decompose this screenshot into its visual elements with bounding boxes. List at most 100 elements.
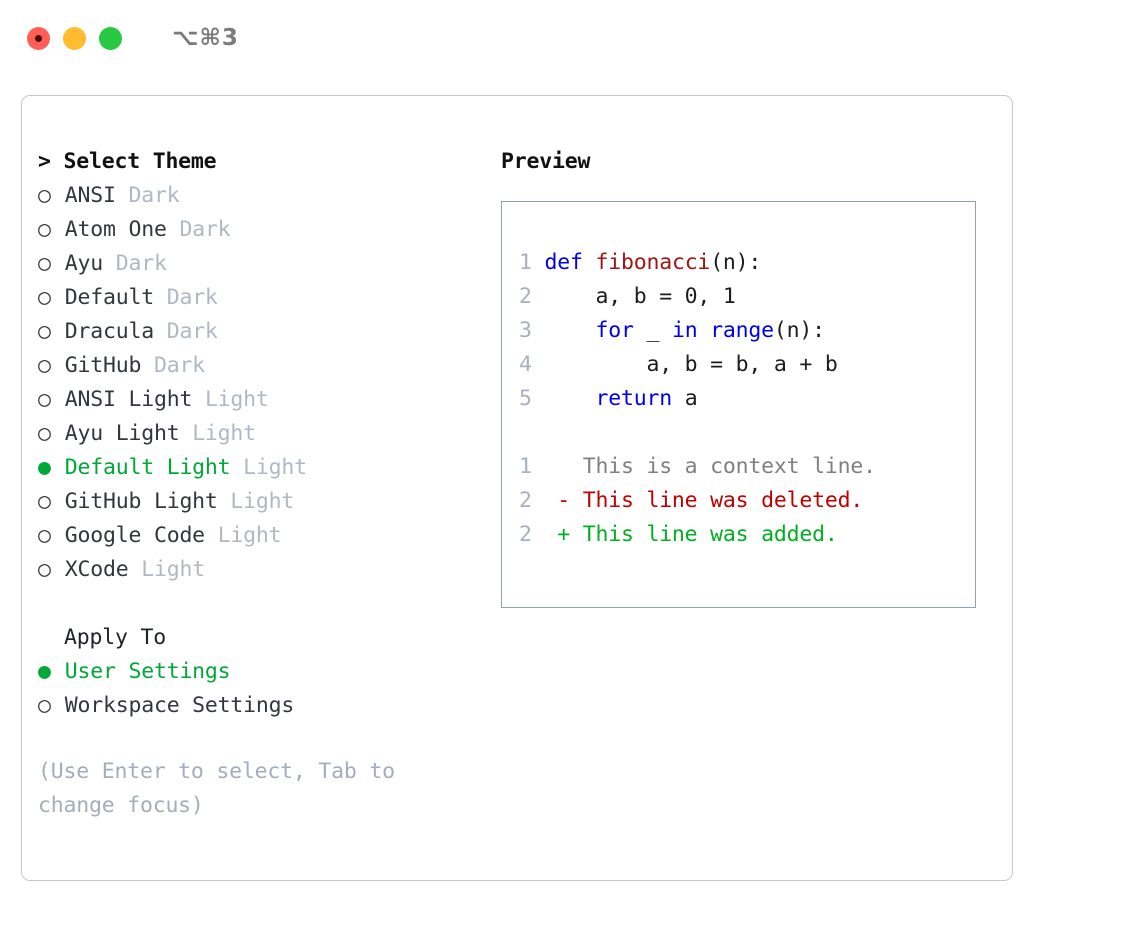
code-token: in range — [671, 318, 774, 343]
theme-name: Ayu — [52, 251, 116, 276]
code-line: 2 a, b = 0, 1 — [519, 280, 967, 314]
theme-mode-tag: Dark — [166, 319, 218, 344]
minimize-button[interactable] — [63, 26, 86, 50]
theme-list-item[interactable]: ● Default Light Light — [38, 451, 478, 485]
diff-marker — [557, 454, 570, 479]
diff-marker: - — [557, 488, 570, 513]
theme-mode-tag: Dark — [166, 285, 218, 310]
line-number: 4 — [519, 352, 545, 377]
theme-list-item[interactable]: ○ Ayu Light Light — [38, 417, 478, 451]
code-diff-gap — [519, 416, 967, 450]
apply-to-option-label: Workspace Settings — [52, 693, 295, 718]
theme-name: Default — [52, 285, 167, 310]
theme-name: GitHub — [52, 353, 154, 378]
theme-name: Dracula — [52, 319, 167, 344]
code-token — [545, 386, 596, 411]
apply-to-option[interactable]: ● User Settings — [38, 655, 478, 689]
code-token: a, b = b, a + b — [544, 352, 838, 377]
radio-selected-icon: ● — [38, 659, 51, 684]
code-token: return — [595, 386, 672, 411]
radio-empty-icon: ○ — [38, 319, 51, 344]
line-number: 1 — [519, 250, 545, 275]
theme-mode-tag: Light — [243, 455, 307, 480]
main-panel: > Select Theme ○ ANSI Dark○ Atom One Dar… — [21, 95, 1013, 881]
window-controls — [27, 26, 122, 50]
code-token: a — [671, 386, 698, 411]
theme-list-item[interactable]: ○ GitHub Dark — [38, 349, 478, 383]
close-button[interactable] — [27, 26, 50, 50]
diff-marker: + — [557, 522, 570, 547]
theme-list-item[interactable]: ○ ANSI Light Light — [38, 383, 478, 417]
apply-to-list: ● User Settings○ Workspace Settings — [38, 655, 478, 723]
apply-to-option[interactable]: ○ Workspace Settings — [38, 689, 478, 723]
radio-empty-icon: ○ — [38, 489, 51, 514]
code-token: for — [595, 318, 634, 343]
radio-empty-icon: ○ — [38, 523, 51, 548]
theme-list-item[interactable]: ○ ANSI Dark — [38, 179, 478, 213]
diff-line: 2 - This line was deleted. — [519, 484, 967, 518]
code-line: 1 def fibonacci(n): — [519, 246, 967, 280]
list-spacer — [38, 587, 478, 621]
keyboard-hint: (Use Enter to select, Tab to change focu… — [38, 759, 395, 818]
diff-line: 1 This is a context line. — [519, 450, 967, 484]
diff-text: This line was deleted. — [569, 488, 864, 513]
preview-title: Preview — [501, 149, 591, 174]
window-title-shortcut: ⌥⌘3 — [172, 25, 239, 51]
theme-name: Default Light — [52, 455, 244, 480]
theme-list-item[interactable]: ○ Dracula Dark — [38, 315, 478, 349]
theme-mode-tag: Light — [204, 387, 269, 412]
line-number: 5 — [519, 386, 545, 411]
theme-mode-tag: Light — [192, 421, 256, 446]
theme-mode-tag: Dark — [115, 251, 167, 276]
theme-selector-column: > Select Theme ○ ANSI Dark○ Atom One Dar… — [38, 145, 478, 823]
diff-sample: 1 This is a context line.2 - This line w… — [519, 450, 967, 552]
theme-list-item[interactable]: ○ Google Code Light — [38, 519, 478, 553]
theme-list-item[interactable]: ○ Default Dark — [38, 281, 478, 315]
code-line: 5 return a — [519, 382, 967, 416]
theme-mode-tag: Light — [230, 489, 295, 514]
code-token: fibonacci — [595, 250, 711, 275]
theme-list-item[interactable]: ○ GitHub Light Light — [38, 485, 478, 519]
radio-empty-icon: ○ — [38, 183, 51, 208]
apply-to-option-label: User Settings — [52, 659, 231, 684]
theme-name: GitHub Light — [52, 489, 231, 514]
line-number: 2 — [519, 522, 558, 547]
radio-empty-icon: ○ — [38, 387, 51, 412]
theme-list-item[interactable]: ○ Ayu Dark — [38, 247, 478, 281]
line-number: 3 — [519, 318, 545, 343]
apply-to-label: Apply To — [64, 625, 166, 650]
code-token: (n): — [773, 318, 825, 343]
diff-text: This line was added. — [569, 522, 838, 547]
theme-mode-tag: Dark — [153, 353, 205, 378]
theme-name: ANSI — [52, 183, 129, 208]
code-line: 3 for _ in range(n): — [519, 314, 967, 348]
line-number: 1 — [519, 454, 558, 479]
theme-mode-tag: Dark — [179, 217, 231, 242]
line-number: 2 — [519, 488, 558, 513]
theme-name: XCode — [52, 557, 142, 582]
theme-name: Atom One — [52, 217, 180, 242]
radio-empty-icon: ○ — [38, 251, 51, 276]
code-line: 4 a, b = b, a + b — [519, 348, 967, 382]
radio-empty-icon: ○ — [38, 217, 51, 242]
radio-empty-icon: ○ — [38, 557, 51, 582]
preview-column: Preview 1 def fibonacci(n):2 a, b = 0, 1… — [501, 145, 981, 608]
theme-list-header: > Select Theme — [38, 149, 217, 174]
theme-mode-tag: Dark — [128, 183, 180, 208]
theme-name: ANSI Light — [52, 387, 205, 412]
theme-name: Ayu Light — [52, 421, 193, 446]
theme-list-item[interactable]: ○ Atom One Dark — [38, 213, 478, 247]
radio-empty-icon: ○ — [38, 693, 51, 718]
theme-list: ○ ANSI Dark○ Atom One Dark○ Ayu Dark○ De… — [38, 179, 478, 587]
theme-mode-tag: Light — [141, 557, 205, 582]
maximize-button[interactable] — [99, 26, 122, 50]
diff-text: This is a context line. — [569, 454, 876, 479]
radio-empty-icon: ○ — [38, 353, 51, 378]
code-token: a, b = 0, 1 — [544, 284, 736, 309]
radio-empty-icon: ○ — [38, 285, 51, 310]
code-token: (n): — [710, 250, 762, 275]
theme-list-item[interactable]: ○ XCode Light — [38, 553, 478, 587]
